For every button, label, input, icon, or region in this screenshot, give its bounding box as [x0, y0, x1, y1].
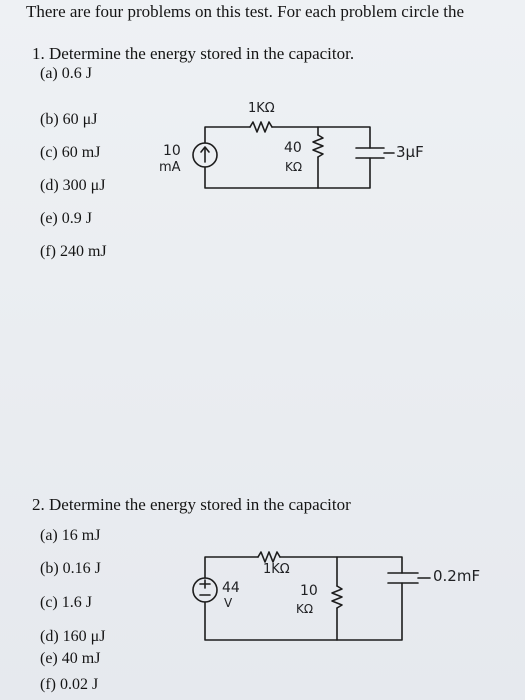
problem-2-option-d[interactable]: (d) 160 μJ — [40, 628, 106, 645]
shunt-resistor-1-unit: KΩ — [285, 160, 303, 174]
problem-2-option-f[interactable]: (f) 0.02 J — [40, 676, 99, 693]
problem-1-title: 1. Determine the energy stored in the ca… — [32, 44, 355, 63]
source-2-value: 44 — [222, 580, 240, 596]
problem-1-option-b[interactable]: (b) 60 μJ — [40, 111, 98, 128]
problem-1-option-d[interactable]: (d) 300 μJ — [40, 177, 106, 194]
instructions-header: There are four problems on this test. Fo… — [26, 2, 465, 21]
problem-1-option-e[interactable]: (e) 0.9 J — [40, 210, 92, 227]
problem-2-option-a[interactable]: (a) 16 mJ — [40, 527, 101, 544]
problem-1-option-c[interactable]: (c) 60 mJ — [40, 144, 101, 161]
capacitor-1-label: 3μF — [396, 143, 424, 161]
series-resistor-1-icon — [249, 121, 273, 133]
series-resistor-1-label: 1KΩ — [248, 101, 275, 116]
shunt-resistor-1-value: 40 — [284, 140, 302, 156]
shunt-resistor-2-unit: KΩ — [296, 602, 314, 616]
problem-1-option-f[interactable]: (f) 240 mJ — [40, 243, 107, 260]
problem-2-title: 2. Determine the energy stored in the ca… — [32, 495, 351, 514]
source-1-value: 10 — [163, 143, 181, 159]
shunt-resistor-1-icon — [312, 134, 324, 158]
capacitor-2-label: 0.2mF — [433, 567, 481, 585]
shunt-resistor-2-icon — [331, 585, 343, 609]
series-resistor-2-label: 1KΩ — [263, 562, 290, 577]
problem-1-option-a[interactable]: (a) 0.6 J — [40, 65, 92, 82]
series-resistor-2-icon — [257, 551, 281, 563]
problem-2-option-c[interactable]: (c) 1.6 J — [40, 594, 92, 611]
source-2-unit: V — [224, 596, 233, 610]
source-1-unit: mA — [159, 160, 181, 175]
problem-2-option-b[interactable]: (b) 0.16 J — [40, 560, 101, 577]
problem-2-option-e[interactable]: (e) 40 mJ — [40, 650, 101, 667]
shunt-resistor-2-value: 10 — [300, 583, 318, 599]
